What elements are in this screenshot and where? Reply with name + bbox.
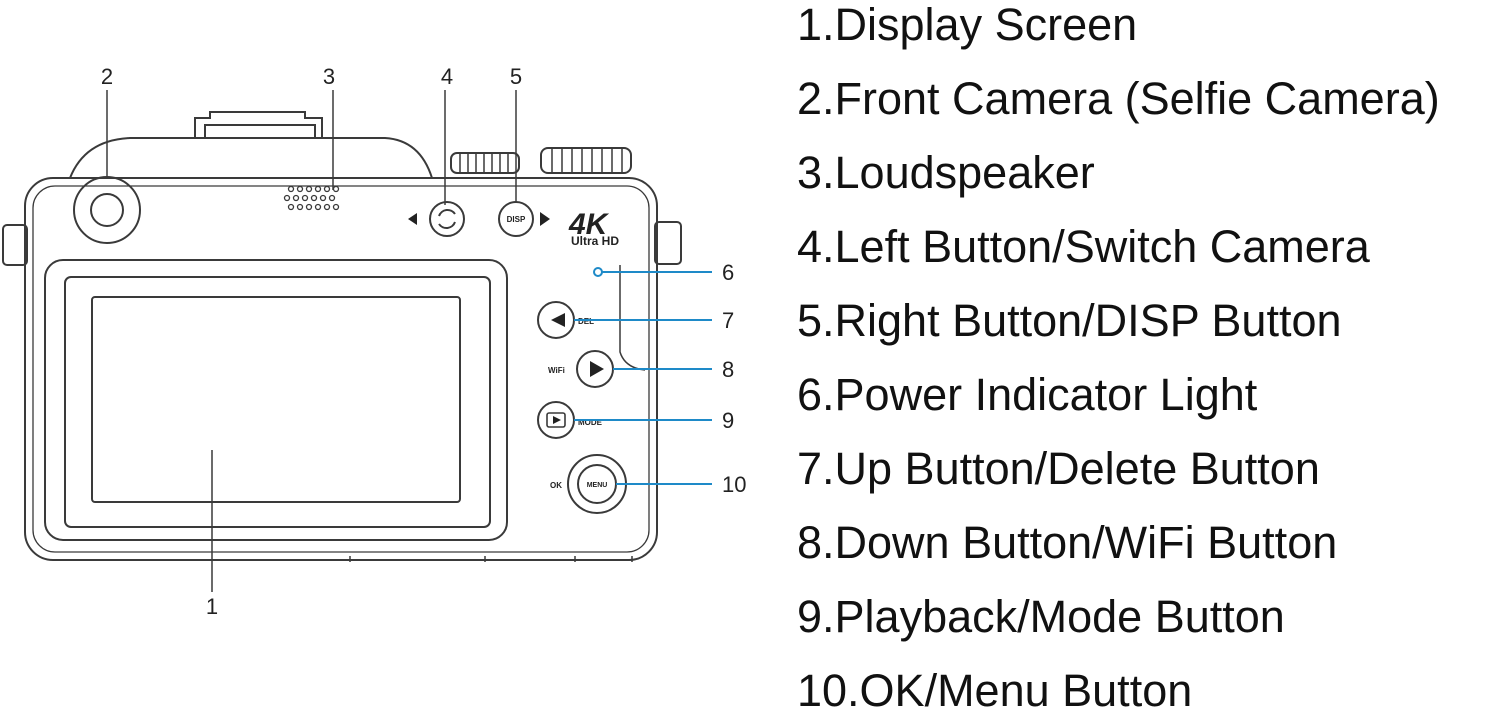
parts-legend: 1.Display Screen 2.Front Camera (Selfie … <box>797 0 1487 716</box>
hot-shoe <box>194 111 323 138</box>
grip-line <box>619 265 646 371</box>
left-switch-camera-button <box>429 201 465 237</box>
command-dial <box>540 147 632 174</box>
legend-item-front-camera: 2.Front Camera (Selfie Camera) <box>797 73 1440 124</box>
right-arrow-icon <box>540 212 550 226</box>
loudspeaker-grille <box>283 185 340 211</box>
display-screen <box>44 259 508 541</box>
legend-item-loudspeaker: 3.Loudspeaker <box>797 147 1095 198</box>
callout-3: 3 <box>323 64 335 89</box>
badge-4k: 4K <box>568 208 610 241</box>
power-indicator-light <box>593 267 603 277</box>
front-camera <box>73 176 141 244</box>
callout-5: 5 <box>510 64 522 89</box>
ok-label: OK <box>550 481 562 490</box>
del-label: DEL <box>578 317 594 326</box>
switch-camera-icon <box>438 209 456 229</box>
playback-icon <box>546 412 566 428</box>
badge-ultra-hd: Ultra HD <box>571 234 619 248</box>
callout-4: 4 <box>441 64 453 89</box>
callout-1: 1 <box>206 594 218 619</box>
mode-dial <box>450 152 520 174</box>
wifi-label: WiFi <box>548 366 565 375</box>
left-arrow-icon <box>408 213 417 225</box>
display-screen-inner <box>91 296 461 503</box>
callout-lines <box>574 271 712 485</box>
legend-item-left-button: 4.Left Button/Switch Camera <box>797 221 1370 272</box>
legend-item-playback-button: 9.Playback/Mode Button <box>797 591 1285 642</box>
callout-2: 2 <box>101 64 113 89</box>
callout-6: 6 <box>722 260 734 285</box>
leader-lines <box>106 90 517 592</box>
callout-10: 10 <box>722 472 746 497</box>
menu-label: MENU <box>587 482 608 489</box>
strap-lug-left <box>2 224 28 266</box>
callout-9: 9 <box>722 408 734 433</box>
legend-item-display-screen: 1.Display Screen <box>797 0 1138 50</box>
down-wifi-arrow-icon <box>590 361 604 377</box>
callout-8: 8 <box>722 357 734 382</box>
legend-item-up-button: 7.Up Button/Delete Button <box>797 443 1320 494</box>
legend-item-ok-menu-button: 10.OK/Menu Button <box>797 665 1193 716</box>
callout-7: 7 <box>722 308 734 333</box>
legend-item-right-button: 5.Right Button/DISP Button <box>797 295 1342 346</box>
legend-item-down-button: 8.Down Button/WiFi Button <box>797 517 1338 568</box>
legend-item-power-indicator: 6.Power Indicator Light <box>797 369 1258 420</box>
up-del-arrow-icon <box>551 313 565 327</box>
disp-label: DISP <box>507 215 526 224</box>
camera-diagram: 4K Ultra HD DISP DEL WiFi MODE OK MENU 1… <box>2 64 746 619</box>
mode-label: MODE <box>578 418 603 427</box>
strap-lug-right <box>654 221 682 265</box>
camera-top-hump <box>69 137 433 179</box>
